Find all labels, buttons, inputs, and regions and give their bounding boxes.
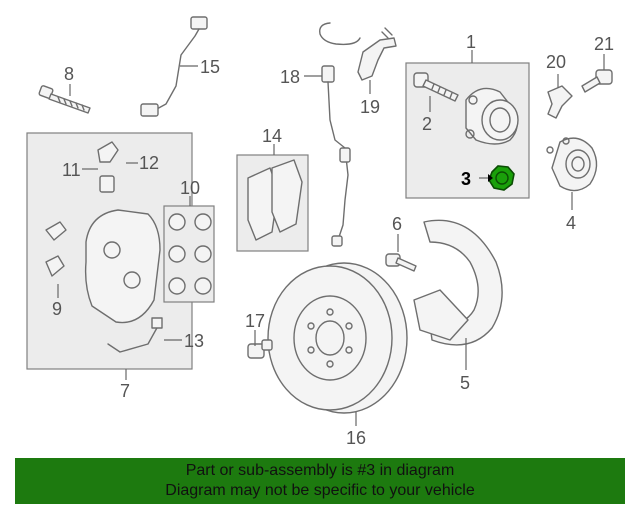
callout-7: 7 [120, 381, 130, 401]
bolt-part-21 [581, 69, 613, 93]
callout-2: 2 [422, 114, 432, 134]
callout-4: 4 [566, 213, 576, 233]
brake-assembly-diagram: 1 2 3 4 5 6 7 8 9 10 11 12 13 14 15 16 1… [26, 16, 614, 448]
pistons-part-10 [163, 205, 215, 303]
callout-9: 9 [52, 299, 62, 319]
callout-10: 10 [180, 178, 200, 198]
dust-shield-part-5 [413, 219, 503, 346]
bolt-part-6 [385, 253, 417, 272]
callout-6: 6 [392, 214, 402, 234]
callout-21: 21 [594, 34, 614, 54]
callout-11: 11 [62, 160, 81, 180]
brake-hose-part-18 [319, 22, 361, 247]
callout-15: 15 [200, 57, 220, 77]
nut-part-3-highlighted [488, 165, 515, 191]
wear-sensor-part-15 [140, 16, 208, 117]
callout-5: 5 [460, 373, 470, 393]
hub-bearing-part-1 [465, 87, 519, 145]
hub-flange-part-4 [546, 137, 598, 192]
info-banner: Part or sub-assembly is #3 in diagram Di… [15, 458, 625, 504]
callout-1: 1 [466, 32, 476, 52]
bolt-part-8 [38, 85, 91, 114]
bracket-part-19 [357, 27, 397, 81]
callout-3: 3 [461, 169, 471, 189]
bolt-part-2 [413, 72, 459, 102]
callout-18: 18 [280, 67, 300, 87]
callout-17: 17 [245, 311, 265, 331]
callout-20: 20 [546, 52, 566, 72]
banner-line-1: Part or sub-assembly is #3 in diagram [185, 462, 455, 479]
springs-part-9 [45, 221, 67, 277]
banner-line-2: Diagram may not be specific to your vehi… [165, 482, 475, 499]
pin-part-17 [247, 339, 273, 359]
brake-pads-part-14 [247, 159, 303, 241]
leader-lines [57, 50, 605, 426]
callout-12: 12 [139, 153, 159, 173]
brake-rotor-part-16 [267, 262, 408, 414]
clip-part-11-12 [97, 141, 119, 193]
callout-numbers: 1 2 3 4 5 6 7 8 9 10 11 12 13 14 15 16 1… [52, 32, 614, 448]
callout-14: 14 [262, 126, 282, 146]
callout-16: 16 [346, 428, 366, 448]
caliper-part-7 [84, 209, 161, 324]
abs-sensor-part-20 [547, 85, 573, 119]
brake-line-part-13 [107, 317, 163, 353]
callout-13: 13 [184, 331, 204, 351]
callout-8: 8 [64, 64, 74, 84]
callout-19: 19 [360, 97, 380, 117]
